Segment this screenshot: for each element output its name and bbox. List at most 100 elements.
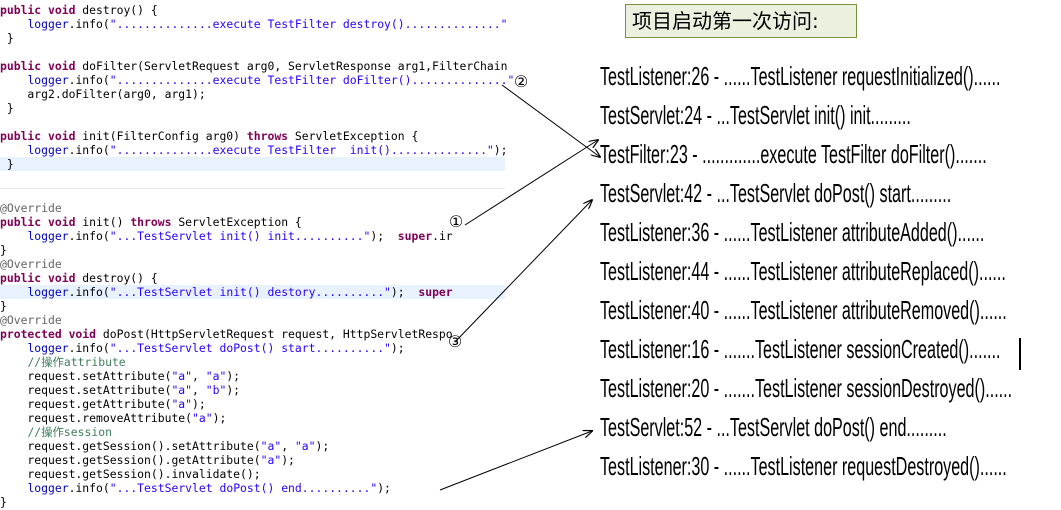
code-line: @Override (0, 313, 505, 327)
code-token: "a" (260, 439, 282, 453)
code-line: @Override (0, 201, 505, 215)
code-line: logger.info("..............execute TestF… (0, 143, 508, 157)
code-token: logger (27, 285, 69, 299)
code-token: logger (27, 73, 69, 87)
code-token: logger (27, 17, 69, 31)
code-line: } (0, 31, 505, 45)
marker-1: ① (448, 212, 464, 231)
code-token: "..............execute TestFilter init()… (109, 143, 494, 157)
code-token: "a" (205, 369, 227, 383)
code-line: logger.info("...TestServlet doPost() end… (0, 481, 505, 495)
arrow-dopost-start-to-log (454, 200, 592, 343)
code-token: destroy() { (82, 271, 158, 285)
code-token: ServletException { (294, 129, 419, 143)
code-separator (0, 188, 505, 189)
code-line: logger.info("..............execute TestF… (0, 17, 508, 31)
code-token: "b" (205, 383, 227, 397)
code-line: } (0, 243, 505, 257)
code-line: //操作session (0, 425, 505, 439)
code-token: @Override (0, 313, 62, 327)
code-token: public void (0, 59, 83, 73)
code-token: .ir (432, 229, 453, 243)
code-token: @Override (0, 257, 62, 271)
code-line: request.getSession().setAttribute("a", "… (0, 439, 505, 453)
code-line: logger.info("...TestServlet init() init.… (0, 229, 505, 243)
code-token: super (397, 229, 433, 243)
marker-3: ③ (447, 332, 463, 351)
code-line: logger.info("..............execute TestF… (0, 73, 514, 87)
code-token: logger (27, 143, 69, 157)
code-line: @Override (0, 257, 505, 271)
code-token: logger (27, 229, 69, 243)
code-token: doFilter(ServletRequest arg0, ServletRes… (82, 59, 508, 73)
code-token: public void (0, 3, 83, 17)
code-line: public void doFilter(ServletRequest arg0… (0, 59, 508, 73)
code-token: throws (246, 129, 295, 143)
code-token: ); (390, 341, 405, 355)
code-token: } (0, 243, 7, 257)
log-line: TestServlet:24 - ...TestServlet init() i… (600, 100, 911, 130)
code-token: "a" (171, 369, 193, 383)
code-token: , (192, 383, 206, 397)
code-token: logger (27, 481, 69, 495)
code-token: "a" (171, 397, 193, 411)
arrow-dopost-end-to-log (439, 431, 592, 491)
code-token: @Override (0, 201, 62, 215)
code-token: "...TestServlet init() init.........." (109, 229, 371, 243)
code-line: request.setAttribute("a", "b"); (0, 383, 505, 397)
code-token: .info( (68, 341, 110, 355)
code-token: } (0, 299, 7, 313)
code-token: "a" (260, 453, 282, 467)
code-token: .info( (68, 73, 110, 87)
code-line: request.setAttribute("a", "a"); (0, 369, 505, 383)
code-token: arg2.doFilter(arg0, arg1); (0, 87, 206, 101)
code-token: init() (82, 215, 131, 229)
code-token: "...TestServlet doPost() start..........… (109, 341, 391, 355)
code-line: arg2.doFilter(arg0, arg1); (0, 87, 505, 101)
code-token: request.getSession().invalidate(); (0, 467, 261, 481)
code-token: .info( (68, 285, 110, 299)
code-line: } (0, 101, 505, 115)
code-token: ); (370, 229, 398, 243)
code-token: ); (226, 383, 241, 397)
code-token: ); (281, 453, 295, 467)
code-line: logger.info("...TestServlet doPost() sta… (0, 341, 505, 355)
code-line: public void destroy() { (0, 3, 505, 17)
code-token: logger (27, 341, 69, 355)
code-line: request.getSession().getAttribute("a"); (0, 453, 505, 467)
code-panel: public void destroy() { logger.info("...… (0, 0, 514, 510)
code-token: init(FilterConfig arg0) (82, 129, 247, 143)
code-token: "...TestServlet init() destory..........… (109, 285, 391, 299)
code-token: public void (0, 271, 83, 285)
code-token: request.removeAttribute( (0, 411, 193, 425)
marker-2: ② (513, 72, 529, 91)
code-token: ); (390, 285, 419, 299)
code-line: request.getAttribute("a"); (0, 397, 505, 411)
code-token: , (281, 439, 295, 453)
code-token: .info( (68, 481, 110, 495)
code-token: } (0, 31, 14, 45)
code-token: , (192, 369, 206, 383)
log-line: TestServlet:52 - ...TestServlet doPost()… (600, 412, 947, 442)
code-token: request.setAttribute( (0, 369, 172, 383)
code-token: doPost(HttpServletRequest request, HttpS… (102, 327, 453, 341)
code-token: destroy() { (82, 3, 158, 17)
code-line: public void destroy() { (0, 271, 505, 285)
code-token: "..............execute TestFilter destro… (109, 17, 508, 31)
code-token: request.getSession().setAttribute( (0, 439, 261, 453)
code-token: protected void (0, 327, 103, 341)
code-line: public void init(FilterConfig arg0) thro… (0, 129, 505, 143)
code-line: public void init() throws ServletExcepti… (0, 215, 505, 229)
code-line: //操作attribute (0, 355, 505, 369)
code-token: //操作session (27, 425, 112, 439)
code-line: } (0, 299, 505, 313)
code-token: "a" (192, 411, 213, 425)
code-token: } (0, 101, 14, 115)
code-token: "..............execute TestFilter doFilt… (109, 73, 515, 87)
code-token: } (0, 157, 14, 171)
code-token: ); (493, 143, 508, 157)
code-token: request.getAttribute( (0, 397, 172, 411)
code-token: ServletException { (178, 215, 302, 229)
code-line: protected void doPost(HttpServletRequest… (0, 327, 505, 341)
